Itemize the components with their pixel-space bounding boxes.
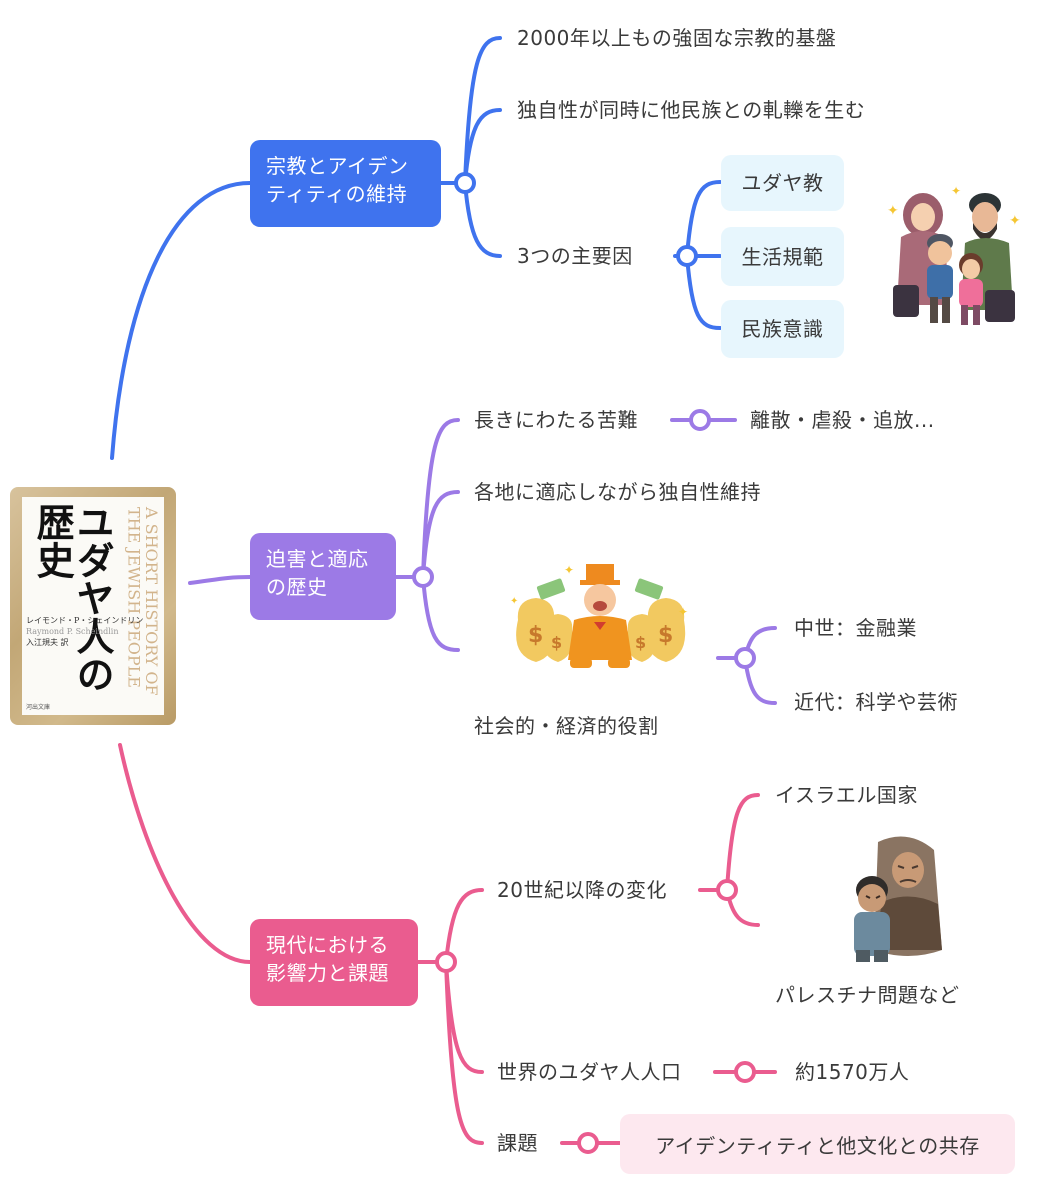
svg-text:$: $: [528, 623, 543, 648]
change-palestine-issue[interactable]: パレスチナ問題など: [775, 983, 960, 1007]
change-israel-state[interactable]: イスラエル国家: [775, 783, 918, 807]
book-cover-inner: ユダヤ人の歴史 A SHORT HISTORY OF THE JEWISH PE…: [22, 497, 164, 715]
factor-life-norms[interactable]: 生活規範: [721, 227, 844, 286]
topic-adaptation[interactable]: 各地に適応しながら独自性維持: [474, 480, 761, 504]
challenge-coexistence[interactable]: アイデンティティと他文化との共存: [620, 1114, 1015, 1174]
topic-challenges[interactable]: 課題: [497, 1131, 538, 1155]
role-modern-science-art[interactable]: 近代：科学や芸術: [794, 690, 958, 714]
svg-text:✦: ✦: [510, 596, 518, 607]
topic-hardship-detail[interactable]: 離散・虐殺・追放...: [750, 408, 935, 432]
topic-20th-century-change[interactable]: 20世紀以降の変化: [497, 878, 667, 902]
family-with-luggage-illustration: ✦ ✦ ✦: [887, 185, 1021, 325]
topic-social-economic-role[interactable]: 社会的・経済的役割: [474, 714, 659, 738]
factor-judaism[interactable]: ユダヤ教: [721, 155, 844, 211]
topic-religious-foundation[interactable]: 2000年以上もの強固な宗教的基盤: [517, 26, 837, 50]
book-cover-root: ユダヤ人の歴史 A SHORT HISTORY OF THE JEWISH PE…: [10, 487, 176, 725]
book-publisher: 河出文庫: [26, 704, 51, 711]
book-author-roman: Raymond P. Scheindlin: [26, 627, 119, 637]
book-translator: 入江規夫 訳: [26, 638, 69, 648]
svg-text:✦: ✦: [951, 185, 961, 198]
svg-text:✦: ✦: [564, 563, 574, 577]
population-value[interactable]: 約1570万人: [795, 1060, 910, 1084]
rich-man-with-money-bags-illustration: $ $ $ $ ✦ ✦ ✦: [510, 563, 688, 668]
branch-persecution-adaptation[interactable]: 迫害と適応の歴史: [250, 533, 396, 620]
branch-religion-identity[interactable]: 宗教とアイデンティティの維持: [250, 140, 441, 227]
svg-text:$: $: [658, 623, 673, 648]
svg-text:✦: ✦: [887, 203, 899, 219]
book-author-name: レイモンド・P・シェインドリン: [26, 616, 144, 625]
topic-three-factors[interactable]: 3つの主要因: [517, 244, 633, 268]
svg-text:$: $: [635, 633, 646, 652]
topic-world-jewish-population[interactable]: 世界のユダヤ人人口: [497, 1060, 682, 1084]
book-author: レイモンド・P・シェインドリン Raymond P. Scheindlin 入江…: [26, 615, 143, 649]
svg-text:✦: ✦: [1009, 213, 1021, 229]
factor-ethnic-consciousness[interactable]: 民族意識: [721, 300, 844, 358]
svg-text:✦: ✦: [678, 605, 688, 619]
topic-uniqueness-friction[interactable]: 独自性が同時に他民族との軋轢を生む: [517, 98, 866, 122]
branch-modern-influence-label: 現代における影響力と課題: [266, 933, 389, 985]
branch-persecution-adaptation-label: 迫害と適応の歴史: [266, 547, 369, 599]
branch-modern-influence[interactable]: 現代における影響力と課題: [250, 919, 418, 1006]
book-english-title: A SHORT HISTORY OF THE JEWISH PEOPLE: [124, 507, 161, 696]
svg-text:$: $: [551, 633, 562, 652]
branch-religion-identity-label: 宗教とアイデンティティの維持: [266, 154, 409, 206]
topic-long-hardship[interactable]: 長きにわたる苦難: [474, 408, 638, 432]
book-title: ユダヤ人の歴史: [30, 503, 115, 693]
role-medieval-finance[interactable]: 中世：金融業: [794, 616, 917, 640]
refugee-mother-and-child-illustration: [854, 836, 942, 962]
